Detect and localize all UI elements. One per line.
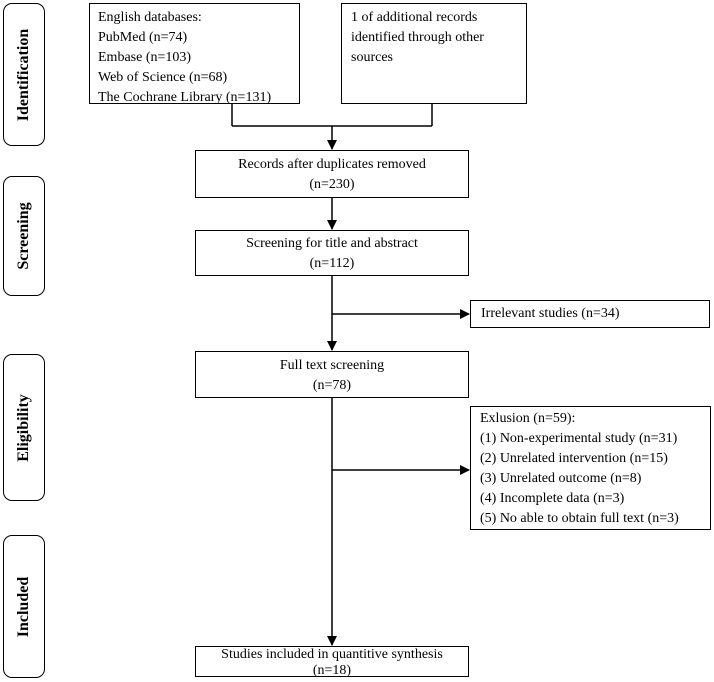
english-databases-box: English databases: PubMed (n=74) Embase … [89, 3, 300, 105]
included-studies-count: (n=18) [312, 663, 352, 678]
stage-eligibility-label: Eligibility [15, 393, 32, 462]
title-abstract-title: Screening for title and abstract [246, 236, 418, 251]
irrelevant-studies-text: Irrelevant studies (n=34) [481, 306, 620, 321]
exclusion-reason-2: (2) Unrelated intervention (n=15) [480, 451, 668, 466]
additional-records-box: 1 of additional records identified throu… [341, 3, 527, 104]
irrelevant-studies-box: Irrelevant studies (n=34) [470, 300, 710, 328]
additional-records-line-2: identified through other [351, 30, 484, 45]
additional-records-line-1: 1 of additional records [351, 10, 478, 25]
exclusion-reason-4: (4) Incomplete data (n=3) [480, 491, 625, 506]
stage-screening: Screening [3, 176, 45, 296]
pubmed-count: PubMed (n=74) [98, 30, 188, 45]
title-abstract-count: (n=112) [309, 256, 355, 271]
exclusion-reason-5: (5) No able to obtain full text (n=3) [480, 511, 679, 526]
title-abstract-box: Screening for title and abstract (n=112) [195, 230, 469, 276]
exclusion-reason-1: (1) Non-experimental study (n=31) [480, 431, 678, 446]
included-studies-title: Studies included in quantitive synthesis [221, 647, 443, 662]
cochrane-library-count: The Cochrane Library (n=131) [98, 90, 272, 105]
stage-identification-label: Identification [15, 28, 32, 121]
web-of-science-count: Web of Science (n=68) [98, 70, 228, 85]
english-databases-heading: English databases: [98, 10, 202, 25]
duplicates-removed-count: (n=230) [309, 177, 355, 192]
included-studies-box: Studies included in quantitive synthesis… [195, 646, 469, 678]
stage-identification: Identification [3, 3, 45, 146]
full-text-count: (n=78) [312, 378, 352, 393]
full-text-title: Full text screening [279, 358, 385, 373]
additional-records-line-3: sources [351, 50, 393, 65]
stage-eligibility: Eligibility [3, 354, 45, 501]
duplicates-removed-box: Records after duplicates removed (n=230) [195, 150, 469, 198]
exclusion-heading: Exlusion (n=59): [480, 411, 576, 426]
duplicates-removed-title: Records after duplicates removed [238, 157, 426, 172]
exclusion-reason-3: (3) Unrelated outcome (n=8) [480, 471, 642, 486]
stage-included: Included [3, 535, 45, 678]
full-text-box: Full text screening (n=78) [195, 351, 469, 398]
exclusion-box: Exlusion (n=59): (1) Non-experimental st… [470, 406, 711, 530]
embase-count: Embase (n=103) [98, 50, 192, 65]
stage-screening-label: Screening [15, 202, 32, 270]
stage-included-label: Included [15, 576, 32, 637]
